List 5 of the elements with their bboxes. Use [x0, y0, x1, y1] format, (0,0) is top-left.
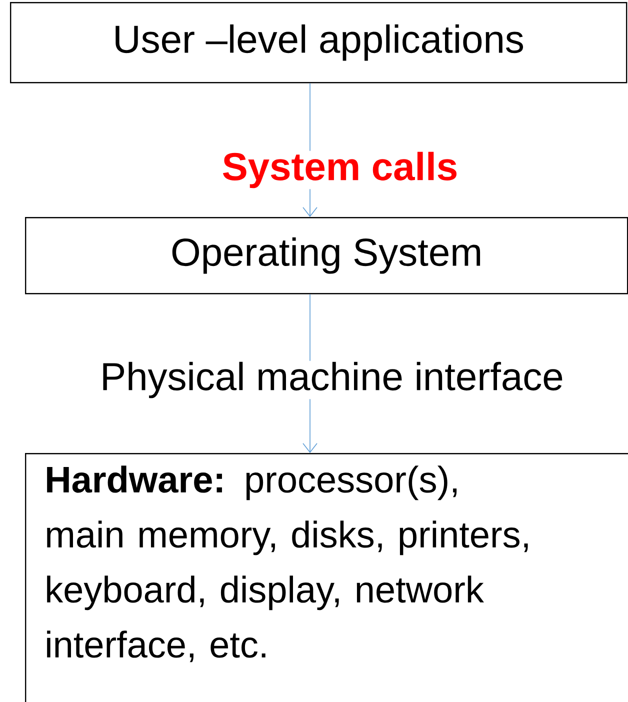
- hardware-box: Hardware: processor(s), main memory, disks, printers, keyboard, display, network interface, etc.: [25, 453, 628, 702]
- layer-box: User –level applications: [10, 2, 628, 84]
- layer-box: Operating System: [25, 217, 628, 294]
- edge-label: Physical machine interface: [99, 360, 565, 400]
- edge-label: System calls: [220, 150, 460, 190]
